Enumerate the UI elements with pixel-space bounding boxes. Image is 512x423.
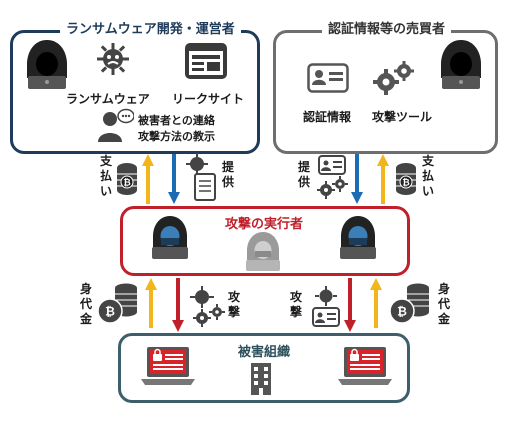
hacker-masked-icon (152, 216, 188, 259)
bitcoin-coins-icon: ₿ (117, 163, 137, 195)
virus-gears-icon (190, 286, 225, 327)
payment-label-right: 支払い (421, 154, 434, 198)
person-chat-icon (98, 108, 134, 142)
bitcoin-coins-stack-icon: ₿ (389, 283, 429, 324)
provide-label-left: 提供 (221, 160, 234, 189)
hacker-icon (441, 40, 481, 89)
id-card-gears-icon (317, 155, 348, 199)
victim-organization-title: 被害組織 (238, 345, 291, 360)
victim-contact-label: 被害者との連絡 (138, 114, 215, 127)
hacker-icon (27, 40, 67, 89)
svg-text:₿: ₿ (105, 305, 115, 319)
attack-tools-label: 攻撃ツール (372, 110, 433, 124)
attack-arrow-down-right (344, 278, 356, 332)
svg-text:₿: ₿ (123, 178, 130, 189)
credentials-label: 認証情報 (303, 110, 352, 124)
ransomware-virus-icon (97, 43, 129, 75)
svg-text:₿: ₿ (397, 305, 407, 319)
ransomware-label: ランサムウェア (66, 92, 150, 106)
payment-arrow-up-left (142, 154, 154, 204)
provide-arrow-down-left (168, 154, 180, 204)
gears-icon (373, 61, 414, 95)
virus-id-card-icon (312, 286, 340, 327)
bitcoin-coins-icon: ₿ (396, 163, 416, 195)
bitcoin-coins-stack-icon: ₿ (97, 283, 137, 324)
attack-label-left: 攻撃 (227, 290, 240, 319)
provide-arrow-down-right (351, 154, 363, 204)
ransom-label-right: 身代金 (437, 282, 450, 326)
developer-operator-title: ランサムウェア開発・運営者 (60, 16, 241, 39)
id-card-icon (307, 63, 349, 93)
virus-document-icon (186, 153, 216, 201)
infected-laptop-icon (338, 347, 392, 385)
attacker-title: 攻撃の実行者 (225, 217, 304, 232)
leak-site-browser-icon (185, 43, 227, 79)
provide-label-right: 提供 (297, 160, 310, 189)
office-building-icon (251, 363, 271, 395)
ransom-label-left: 身代金 (79, 282, 92, 326)
payment-arrow-up-right (377, 154, 389, 204)
hacker-masked-icon (340, 216, 376, 259)
infected-laptop-icon (141, 347, 195, 385)
attacker-box (120, 206, 410, 276)
ransom-arrow-up-left (145, 278, 157, 328)
leak-site-label: リークサイト (172, 92, 245, 106)
attack-arrow-down-left (172, 278, 184, 332)
ransom-arrow-up-right (370, 278, 382, 328)
svg-text:₿: ₿ (402, 178, 409, 189)
victim-organization-box (118, 333, 410, 403)
credential-seller-title: 認証情報等の売買者 (322, 16, 452, 39)
payment-label-left: 支払い (99, 154, 112, 198)
attack-label-right: 攻撃 (289, 290, 302, 319)
hacker-gray-icon (246, 232, 280, 271)
attack-method-label: 攻撃方法の教示 (138, 130, 215, 143)
